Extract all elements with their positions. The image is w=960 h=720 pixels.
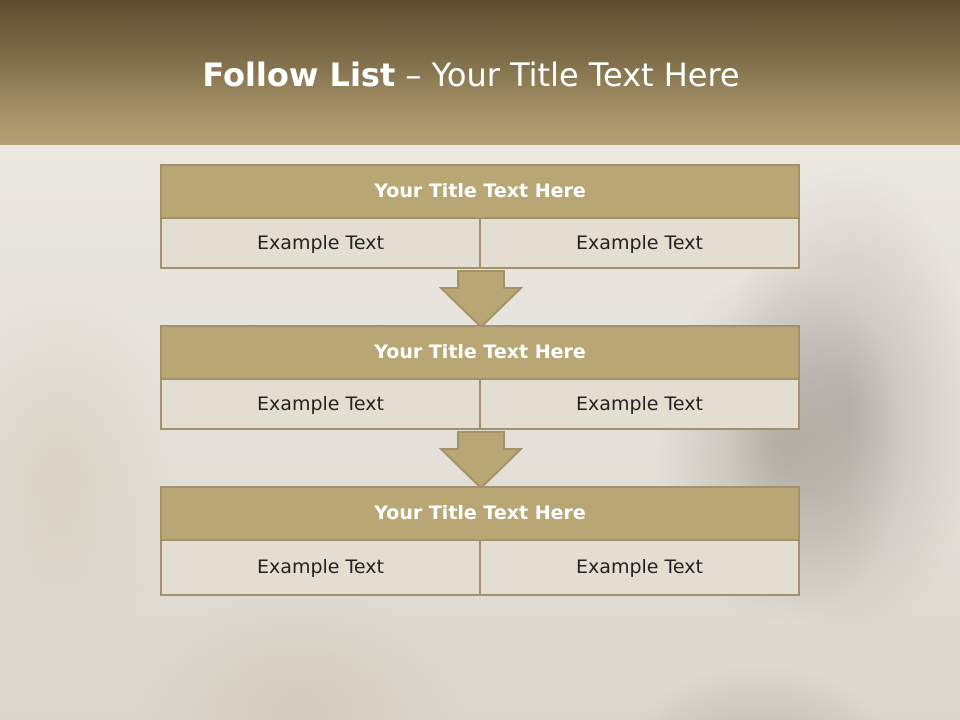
block-cell-left: Example Text — [160, 541, 481, 596]
block-title: Your Title Text Here — [160, 325, 800, 380]
block-row: Example Text Example Text — [160, 219, 800, 269]
slide-title: Follow List – Your Title Text Here — [0, 52, 942, 98]
block-title: Your Title Text Here — [160, 486, 800, 541]
down-arrow-icon — [438, 270, 524, 329]
block-row: Example Text Example Text — [160, 380, 800, 430]
block-row: Example Text Example Text — [160, 541, 800, 596]
list-block-3: Your Title Text Here Example Text Exampl… — [160, 486, 800, 596]
slide-title-rest: – Your Title Text Here — [395, 56, 740, 94]
block-cell-right: Example Text — [481, 541, 800, 596]
block-cell-right: Example Text — [481, 219, 800, 269]
list-block-2: Your Title Text Here Example Text Exampl… — [160, 325, 800, 430]
block-cell-left: Example Text — [160, 219, 481, 269]
block-cell-left: Example Text — [160, 380, 481, 430]
header-band: Follow List – Your Title Text Here — [0, 0, 960, 145]
list-block-1: Your Title Text Here Example Text Exampl… — [160, 164, 800, 269]
block-cell-right: Example Text — [481, 380, 800, 430]
slide-title-bold: Follow List — [202, 56, 396, 94]
down-arrow-icon — [438, 431, 524, 490]
block-title: Your Title Text Here — [160, 164, 800, 219]
